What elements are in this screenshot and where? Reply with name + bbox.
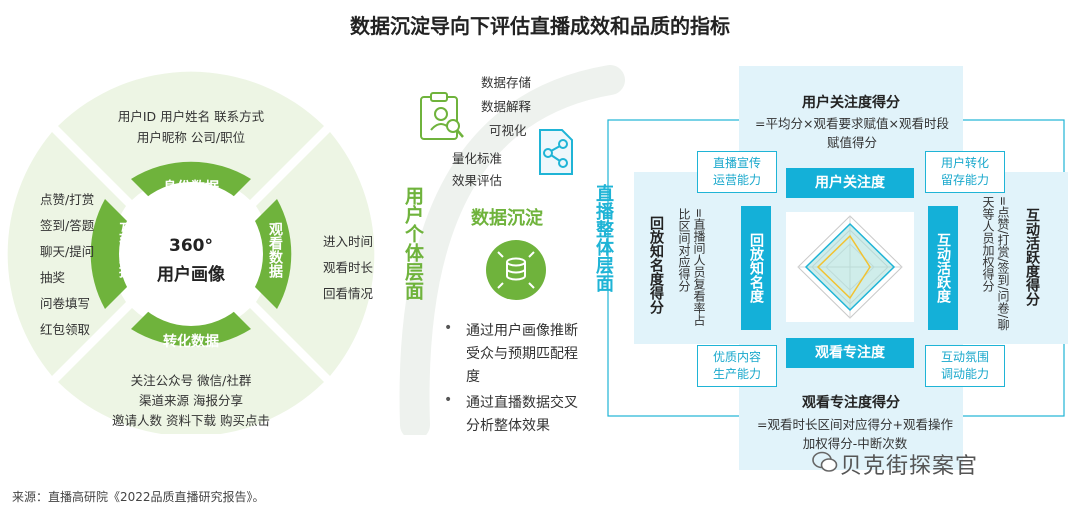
axis-left-box: 回放知名度 <box>741 206 771 330</box>
radar-series-blue <box>804 222 896 312</box>
viewing-item: 进入时间 <box>323 234 374 249</box>
viewing-item: 观看时长 <box>323 260 374 275</box>
process-item: 可视化 <box>489 123 527 138</box>
top-score-title: 用户关注度得分 <box>802 95 900 111</box>
corner-box-br: 互动氛围调动能力 <box>925 345 1005 387</box>
axis-bottom-box: 观看专注度 <box>786 338 914 368</box>
bullet-text: 通过用户画像推断受众与预期匹配程度 <box>466 323 578 385</box>
corner-box-tr: 用户转化留存能力 <box>925 151 1005 193</box>
corner-label: 直播宣传运营能力 <box>712 156 761 187</box>
clipboard-user-icon <box>420 92 464 140</box>
interaction-item: 聊天/提问 <box>40 244 95 259</box>
page-title: 数据沉淀导向下评估直播成效和品质的指标 <box>350 14 730 38</box>
data-settle-heading: 数据沉淀 <box>471 208 543 229</box>
right-score-title: 互动活跃度得分 <box>1024 208 1040 306</box>
wheel-center <box>119 182 263 326</box>
conversion-item: 邀请人数 资料下载 购买点击 <box>112 413 270 428</box>
bullet-dot: • <box>444 392 453 408</box>
right-side-label: 直播整体层面 <box>593 184 614 292</box>
segment-label-viewing: 观看数据 <box>267 222 283 278</box>
corner-label: 用户转化留存能力 <box>940 156 989 187</box>
ring-left <box>7 132 126 376</box>
axis-right-box: 互动活跃度 <box>928 206 958 330</box>
top-score-desc: =平均分×观看要求赋值×观看时段赋值得分 <box>755 116 949 150</box>
axis-top-box: 用户关注度 <box>786 168 914 198</box>
interaction-item: 点赞/打赏 <box>40 192 95 207</box>
share-document-icon <box>539 129 573 175</box>
bottom-score-title: 观看专注度得分 <box>802 395 900 411</box>
middle-arc <box>399 65 625 435</box>
bullet-text: 通过直播数据交叉分析整体效果 <box>466 395 578 434</box>
wheel-center-line1: 360° <box>169 236 213 256</box>
segment-label-identity: 身份数据 <box>163 180 219 196</box>
interaction-item: 签到/答题 <box>40 218 95 233</box>
ring-bottom <box>58 308 324 434</box>
wechat-icon <box>812 451 838 472</box>
interaction-item: 抽奖 <box>40 270 66 285</box>
identity-item: 用户ID 用户姓名 联系方式 <box>117 109 265 124</box>
segment-label-interaction: 互动数据 <box>117 222 133 278</box>
process-item: 效果评估 <box>452 173 503 188</box>
ring-top <box>58 71 324 200</box>
interaction-item: 问卷填写 <box>40 296 91 311</box>
watermark-text: 贝克街探案官 <box>840 454 979 479</box>
corner-box-bl: 优质内容生产能力 <box>697 345 777 387</box>
interaction-item: 红包领取 <box>40 322 91 337</box>
database-icon <box>486 240 546 300</box>
seg-right <box>252 199 292 309</box>
viewing-item: 回看情况 <box>323 286 374 301</box>
corner-box-tl: 直播宣传运营能力 <box>697 151 777 193</box>
corner-label: 互动氛围调动能力 <box>940 350 989 381</box>
right-score-desc: =点赞/打赏/签到/问卷/聊天等人员加权得分 <box>981 196 1010 331</box>
bullet-dot: • <box>444 320 453 336</box>
left-score-desc: =直播间人员复看率占比区间对应得分 <box>677 208 706 327</box>
corner-label: 优质内容生产能力 <box>712 350 761 381</box>
identity-item: 用户昵称 公司/职位 <box>136 130 246 145</box>
left-score-title: 回放知名度得分 <box>648 216 664 314</box>
conversion-item: 渠道来源 海报分享 <box>139 393 243 408</box>
seg-left <box>90 199 130 309</box>
conversion-item: 关注公众号 微信/社群 <box>130 373 252 388</box>
middle-side-label: 用户个体层面 <box>402 186 424 300</box>
radar-chart <box>797 215 903 319</box>
radar-series-yellow <box>816 234 871 300</box>
bottom-score-desc: =观看时长区间对应得分+观看操作加权得分-中断次数 <box>757 417 953 451</box>
ring-right <box>256 132 375 376</box>
process-item: 数据解释 <box>481 99 532 114</box>
process-item: 量化标准 <box>452 151 503 166</box>
source-note: 来源：直播高研院《2022品质直播研究报告》。 <box>12 490 265 504</box>
user-profile-wheel <box>7 71 375 434</box>
process-item: 数据存储 <box>481 75 532 90</box>
wheel-center-line2: 用户画像 <box>157 265 225 285</box>
segment-label-conversion: 转化数据 <box>163 334 219 350</box>
